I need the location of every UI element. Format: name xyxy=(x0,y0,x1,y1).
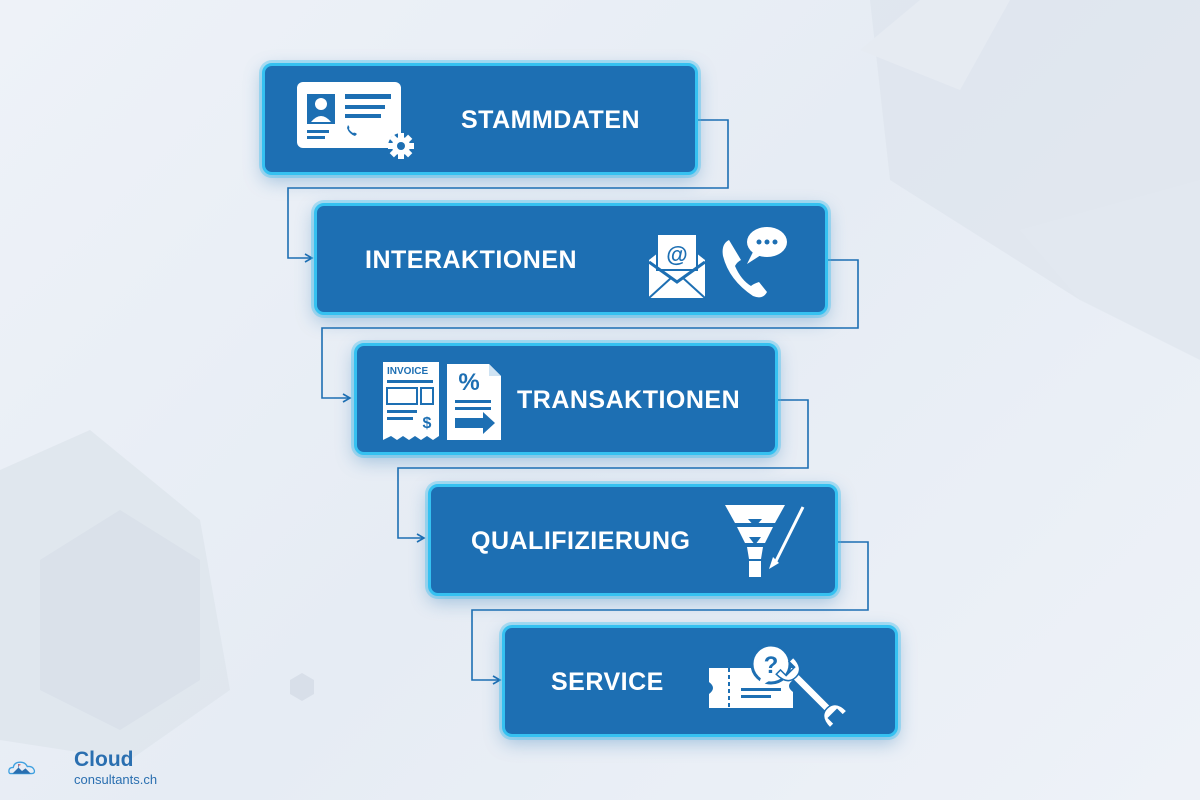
step-qualifizierung: QUALIFIZIERUNG xyxy=(428,484,838,596)
question-mark: ? xyxy=(764,652,779,679)
at-sign: @ xyxy=(666,242,687,267)
contact-card-gear-icon xyxy=(297,82,414,159)
invoice-document-icon: INVOICE $ % xyxy=(383,362,501,440)
email-phone-chat-icon: @ xyxy=(648,227,787,299)
step-stammdaten: STAMMDATEN xyxy=(262,63,698,175)
step-label: QUALIFIZIERUNG xyxy=(471,527,691,555)
dollar-sign: $ xyxy=(423,415,432,432)
step-label: INTERAKTIONEN xyxy=(365,246,578,274)
logo-title: Cloud xyxy=(74,748,134,771)
step-label: SERVICE xyxy=(551,668,664,696)
step-service: SERVICE ? xyxy=(502,625,898,737)
step-label: TRANSAKTIONEN xyxy=(517,386,741,414)
step-transaktionen: INVOICE $ % TRANSAKTIONEN xyxy=(354,343,778,455)
step-label: STAMMDATEN xyxy=(461,106,641,134)
logo-subtitle: consultants.ch xyxy=(74,772,158,787)
funnel-icon xyxy=(725,505,805,577)
percent-sign: % xyxy=(458,369,479,396)
invoice-text: INVOICE xyxy=(387,366,428,377)
ticket-wrench-icon: ? xyxy=(709,643,847,728)
cloud-mountain-logo-icon xyxy=(8,761,36,775)
step-interaktionen: INTERAKTIONEN @ xyxy=(314,203,828,315)
